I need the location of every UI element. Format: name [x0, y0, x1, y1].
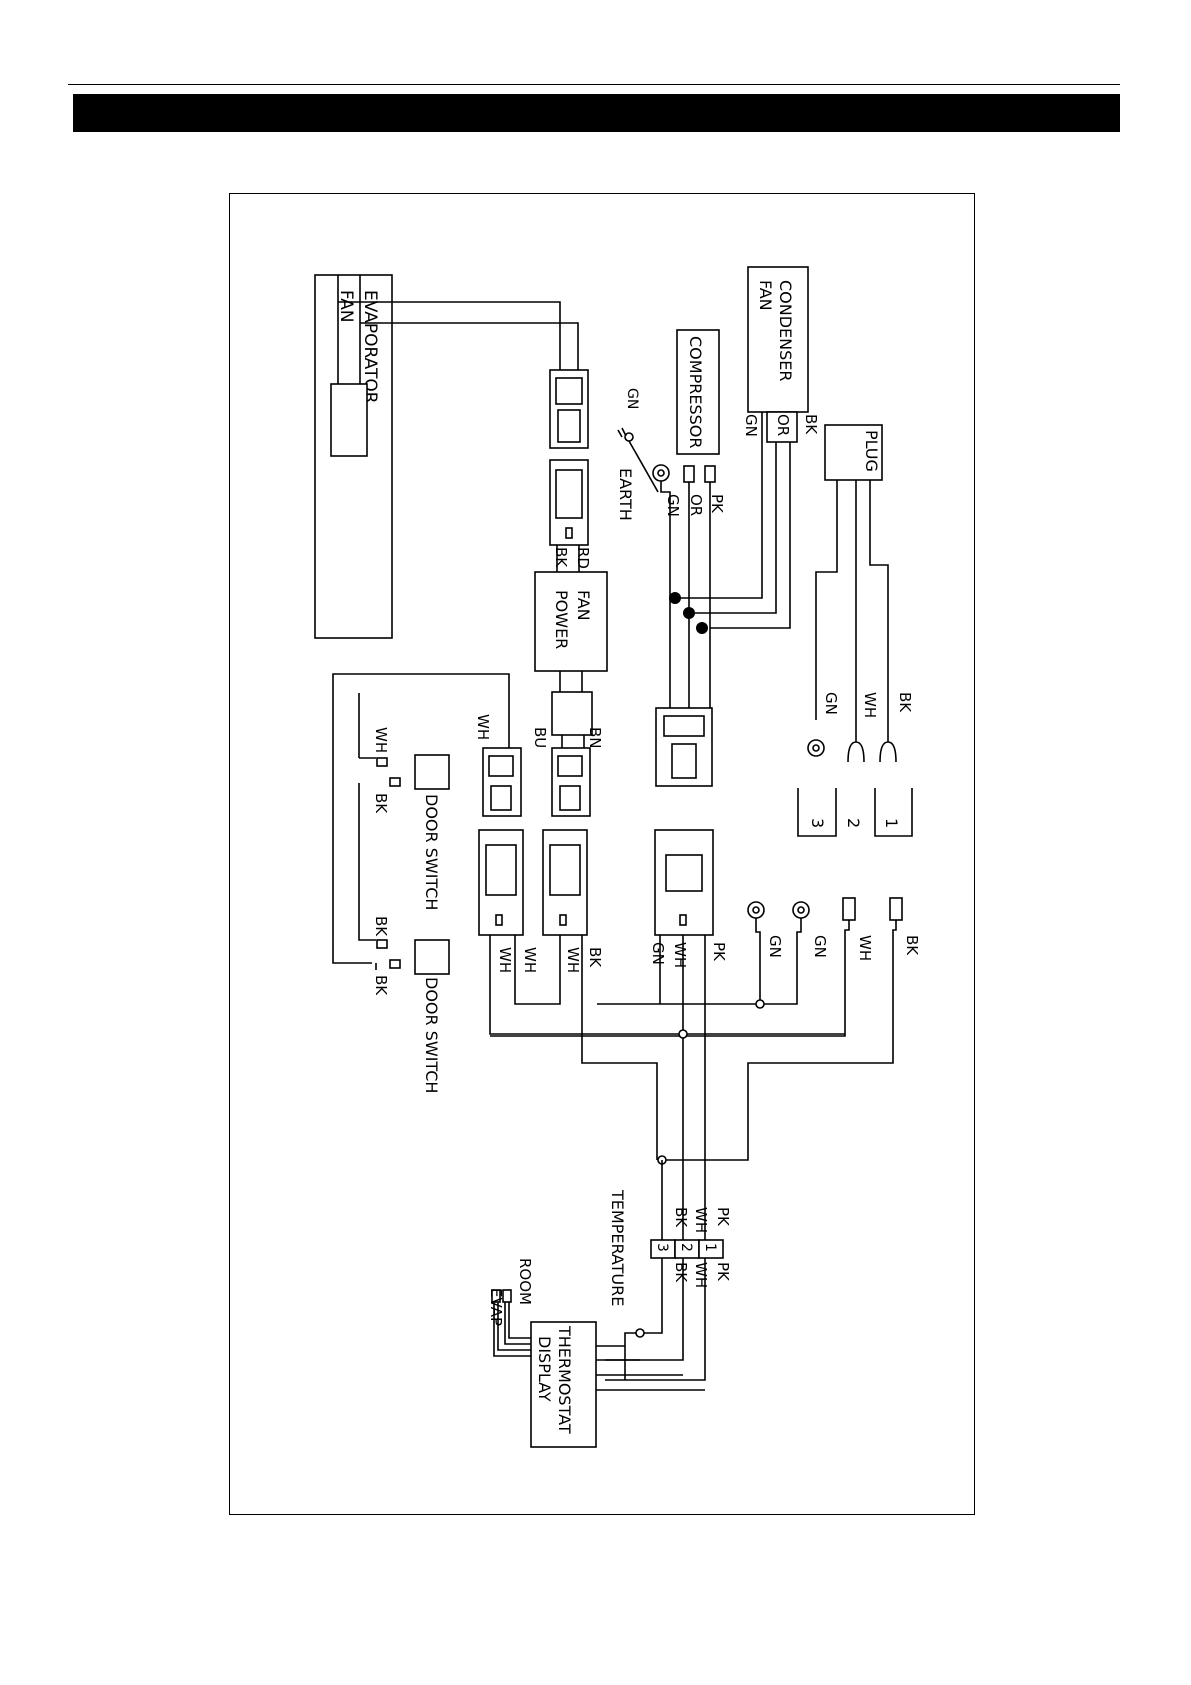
plug-wh-label: WH	[861, 692, 879, 718]
fan-power: FAN POWER	[535, 572, 607, 671]
plug-bk-label: BK	[896, 692, 914, 713]
door-switch-1-label: DOOR SWITCH	[422, 794, 441, 910]
junction-bk	[696, 622, 708, 634]
fan-power-label: FAN POWER	[552, 590, 593, 649]
connector-door-female	[479, 830, 523, 935]
connector-evap-male	[550, 370, 588, 448]
t-gn1-label: GN	[766, 935, 784, 958]
plug-terminals	[808, 730, 896, 762]
pin-box-3	[798, 788, 836, 836]
condenser-fan: CONDENSER FAN	[748, 267, 808, 412]
connector-compressor-male	[656, 708, 712, 786]
term-wh-r-label: WH	[692, 1262, 710, 1288]
terminal-3: 3	[654, 1243, 670, 1252]
term-wh-l-label: WH	[692, 1207, 710, 1233]
cf-bk-label: BK	[802, 414, 820, 435]
t-wh-label: WH	[856, 935, 874, 961]
fp-bu-label: BU	[531, 727, 549, 748]
temperature-label: TEMPERATURE	[608, 1189, 627, 1306]
plug-label: PLUG	[862, 430, 881, 472]
compressor: COMPRESSOR	[677, 330, 719, 454]
comp-gn-label: GN	[664, 494, 682, 517]
r-wh4-label: WH	[671, 942, 689, 968]
term-bk-l-label: BK	[672, 1207, 690, 1228]
cf-or-label: OR	[774, 414, 792, 436]
door-switch-2-label: DOOR SWITCH	[422, 977, 441, 1093]
t-gn2-label: GN	[811, 935, 829, 958]
connector-fanpower-female	[543, 830, 587, 935]
fp-bn-label: BN	[586, 727, 604, 749]
term-bk-r-label: BK	[672, 1262, 690, 1283]
pin-2-label: 2	[844, 818, 863, 828]
junction-or	[683, 607, 695, 619]
term-pk-r-label: PK	[714, 1262, 732, 1282]
comp-or-label: OR	[687, 494, 705, 516]
r-wh2-label: WH	[521, 947, 539, 973]
thermostat-label: THERMOSTAT DISPLAY	[535, 1325, 574, 1439]
r-wh3-label: WH	[564, 947, 582, 973]
r-gn-label: GN	[649, 942, 667, 965]
door-switch-2-box	[415, 940, 449, 974]
pin-1-label: 1	[882, 818, 901, 828]
door-switch-2: DOOR SWITCH	[377, 940, 449, 1093]
thermostat-wires	[596, 1346, 705, 1390]
earth-point	[625, 433, 633, 441]
terminal-1: 1	[702, 1243, 718, 1252]
junction-gn-right	[756, 1000, 764, 1008]
ds-bk2-label: BK	[372, 916, 390, 937]
thermostat-display: THERMOSTAT DISPLAY	[531, 1322, 596, 1447]
r-wh1-label: WH	[496, 947, 514, 973]
ds-wh-top-label: WH	[474, 714, 492, 740]
plug-gn-label: GN	[822, 692, 840, 715]
evap-label: EVAP	[487, 1288, 505, 1326]
condenser-fan-label: CONDENSER FAN	[756, 280, 795, 387]
evaporator-ferrite	[331, 384, 367, 456]
r-bk-label: BK	[586, 947, 604, 968]
connector-compressor-female	[655, 830, 713, 935]
terminal-2: 2	[678, 1243, 694, 1252]
pin-3-label: 3	[808, 818, 827, 828]
door-switch-1-box	[415, 755, 449, 789]
center-wiring	[490, 935, 845, 1160]
plug-pin-numbers: 3 2 1	[798, 788, 912, 836]
junction-thermostat	[636, 1329, 644, 1337]
right-terminal-wires	[490, 918, 896, 1160]
connector-evap-female	[550, 460, 588, 545]
junction-gn	[669, 592, 681, 604]
connector-door-male	[483, 748, 521, 816]
room-label: ROOM	[516, 1258, 534, 1305]
compressor-terminals	[653, 465, 715, 482]
earth-gn-label: GN	[624, 388, 640, 409]
ds-bk3-label: BK	[372, 975, 390, 996]
compressor-label: COMPRESSOR	[686, 336, 705, 448]
door-switch-1: DOOR SWITCH	[377, 755, 449, 910]
fp-bk-label: BK	[552, 547, 570, 568]
earth-label: EARTH	[616, 468, 635, 521]
terminal-block: 3 2 1	[651, 1240, 723, 1258]
ds-bk1-label: BK	[372, 793, 390, 814]
connector-fanpower-male	[552, 748, 590, 816]
comp-pk-label: PK	[708, 494, 726, 514]
plug: PLUG	[825, 425, 882, 480]
cf-gn-label: GN	[742, 414, 760, 437]
fan-power-ferrite	[552, 692, 592, 735]
right-terminals	[748, 898, 902, 920]
pin-box-1	[875, 788, 912, 836]
term-pk-l-label: PK	[714, 1207, 732, 1227]
r-pk-label: PK	[710, 942, 728, 962]
fp-rd-label: RD	[574, 547, 592, 569]
ds-wh-label: WH	[372, 727, 390, 753]
junction-wh	[679, 1030, 687, 1038]
t-bk-label: BK	[903, 935, 921, 956]
